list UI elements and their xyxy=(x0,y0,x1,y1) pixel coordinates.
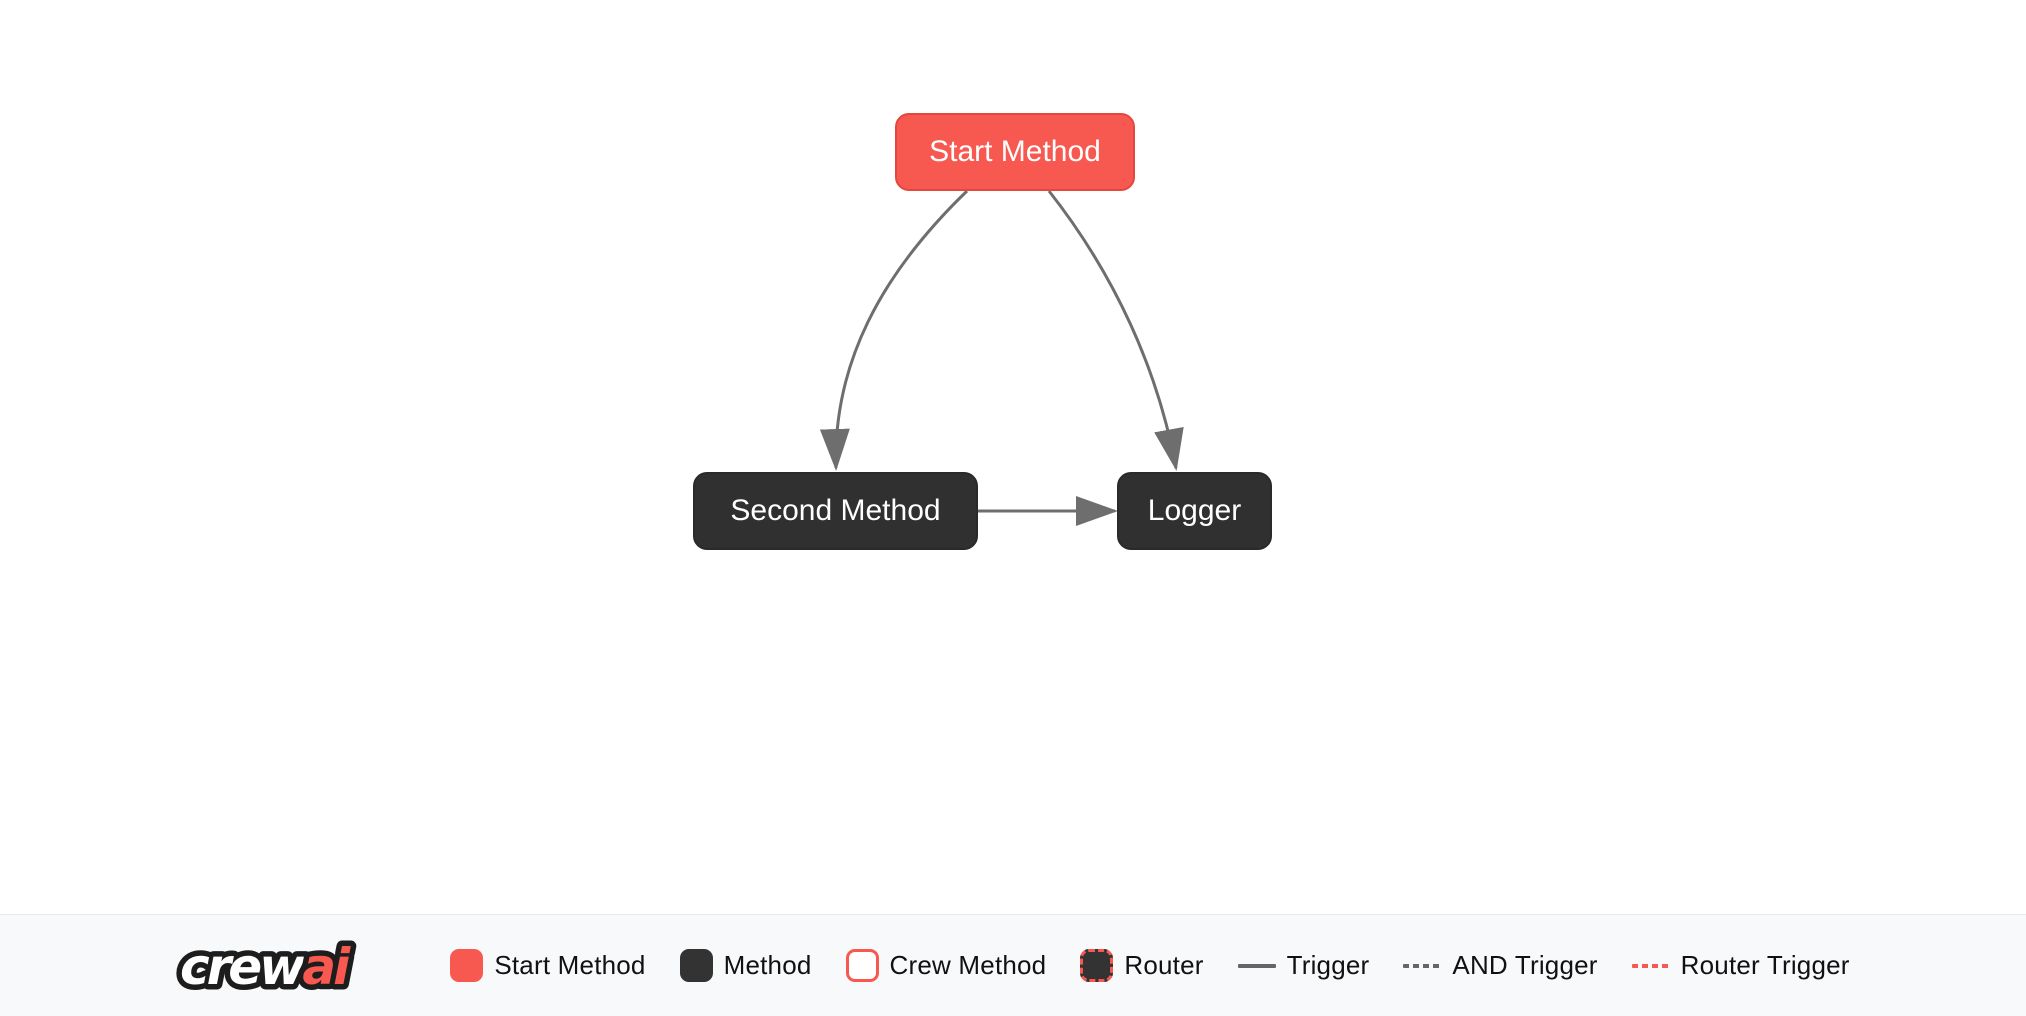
legend-label-trigger: Trigger xyxy=(1286,950,1370,980)
crewai-logo-text: crewai xyxy=(180,938,351,996)
legend-swatch-crew-method xyxy=(845,949,879,982)
legend-swatch-router-trigger xyxy=(1631,963,1670,968)
legend-label-router: Router xyxy=(1124,950,1204,980)
legend-label-start-method: Start Method xyxy=(494,950,646,980)
legend-label-crew-method: Crew Method xyxy=(889,950,1047,980)
crewai-logo: crewai xyxy=(176,932,360,1001)
legend-item-router-trigger: Router Trigger xyxy=(1631,950,1850,981)
legend-label-router-trigger: Router Trigger xyxy=(1680,950,1850,980)
legend-item-method: Method xyxy=(679,949,812,982)
legend-swatch-start-method xyxy=(450,949,484,982)
legend-item-start-method: Start Method xyxy=(450,949,645,982)
node-second[interactable]: Second Method xyxy=(693,472,978,550)
legend-swatch-trigger xyxy=(1237,963,1276,968)
edge-start-to-second xyxy=(819,189,969,471)
node-logger[interactable]: Logger xyxy=(1117,472,1272,550)
legend-label-method: Method xyxy=(723,950,812,980)
node-label-logger: Logger xyxy=(1147,494,1242,527)
node-label-second: Second Method xyxy=(730,494,941,527)
legend-row: crewai Start Method Method Crew Method Rout… xyxy=(176,928,1849,1004)
node-start[interactable]: Start Method xyxy=(895,113,1135,191)
logo-part-crew: crew xyxy=(180,938,306,996)
legend-label-and-trigger: AND Trigger xyxy=(1452,950,1598,980)
legend-item-router: Router xyxy=(1080,949,1203,982)
node-label-start: Start Method xyxy=(929,135,1101,168)
legend-swatch-router xyxy=(1080,949,1114,982)
legend-swatch-and-trigger xyxy=(1403,963,1442,968)
legend-item-and-trigger: AND Trigger xyxy=(1403,950,1597,981)
legend-swatch-method xyxy=(679,949,713,982)
legend-item-crew-method: Crew Method xyxy=(845,949,1047,982)
edges-layer xyxy=(819,189,1184,526)
edge-start-to-logger xyxy=(1047,190,1184,471)
legend-bar: crewai Start Method Method Crew Method Rout… xyxy=(0,914,2026,1016)
logo-part-ai: ai xyxy=(303,938,352,996)
legend-item-trigger: Trigger xyxy=(1237,950,1370,981)
